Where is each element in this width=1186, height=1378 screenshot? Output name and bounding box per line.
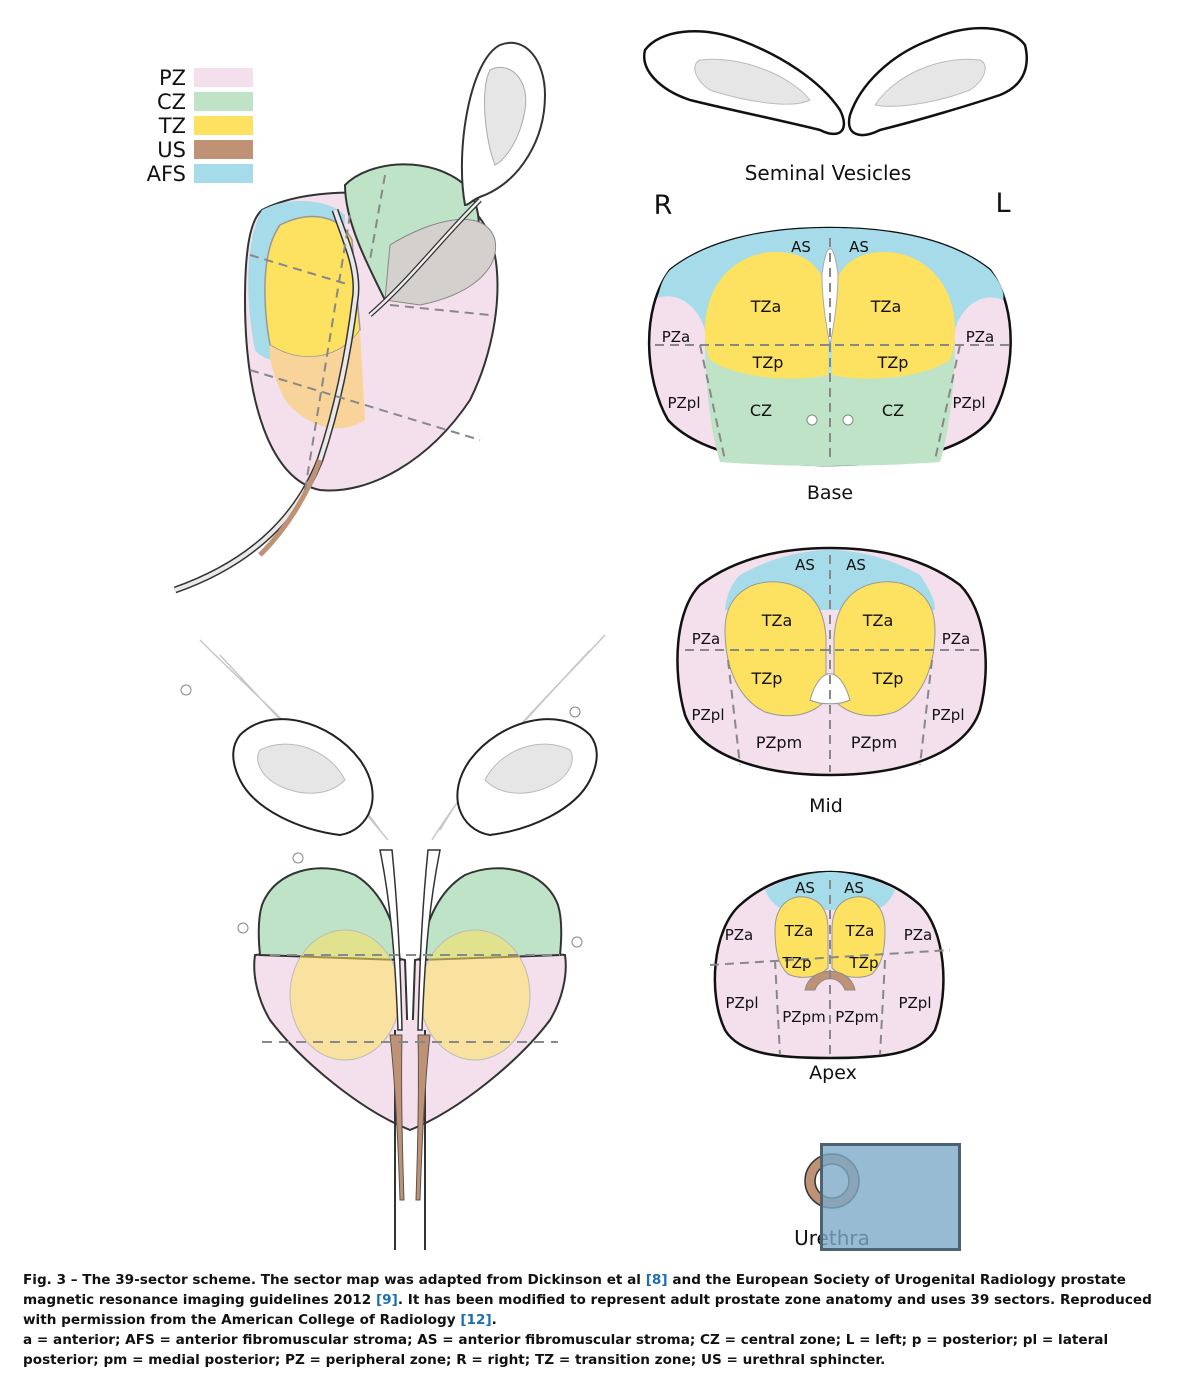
mid-label-tzp-l: TZp bbox=[872, 669, 904, 688]
figure-caption: Fig. 3 – The 39-sector scheme. The secto… bbox=[23, 1270, 1163, 1370]
apex-title: Apex bbox=[809, 1062, 857, 1084]
mid-label-pza-r: PZa bbox=[692, 630, 721, 648]
legend-swatch-us bbox=[194, 140, 253, 159]
legend-swatch-cz bbox=[194, 92, 253, 111]
mid-label-pzpm-r: PZpm bbox=[756, 733, 802, 752]
caption-fig-prefix: Fig. 3 – The 39-sector scheme. The secto… bbox=[23, 1272, 646, 1288]
mid-label-pzpl-l: PZpl bbox=[931, 706, 964, 724]
apex-label-tza-r: TZa bbox=[784, 922, 814, 940]
apex-label-as-l: AS bbox=[844, 879, 864, 897]
base-label-tza-r: TZa bbox=[750, 297, 782, 316]
legend: PZ CZ TZ US AFS bbox=[147, 66, 253, 186]
mid-label-pzpm-l: PZpm bbox=[851, 733, 897, 752]
caption-ref-12[interactable]: [12] bbox=[460, 1312, 491, 1328]
caption-ref-8[interactable]: [8] bbox=[646, 1272, 668, 1288]
legend-label-cz: CZ bbox=[157, 90, 186, 114]
base-title: Base bbox=[807, 482, 853, 504]
mid-label-pza-l: PZa bbox=[942, 630, 971, 648]
mid-label-pzpl-r: PZpl bbox=[691, 706, 724, 724]
base-label-as-l: AS bbox=[849, 238, 869, 256]
caption-main: Fig. 3 – The 39-sector scheme. The secto… bbox=[23, 1270, 1163, 1330]
apex-section: AS AS TZa TZa PZa PZa TZp TZp PZpl PZpl … bbox=[710, 872, 950, 1084]
apex-label-tzp-r: TZp bbox=[782, 954, 812, 972]
selection-overlay-box[interactable] bbox=[820, 1143, 961, 1251]
prostate-sector-figure: PZ CZ TZ US AFS Seminal V bbox=[0, 0, 1186, 1262]
base-label-cz-r: CZ bbox=[750, 401, 772, 420]
base-label-tzp-r: TZp bbox=[752, 353, 784, 372]
caption-ref-9[interactable]: [9] bbox=[376, 1292, 398, 1308]
base-label-cz-l: CZ bbox=[882, 401, 904, 420]
legend-label-us: US bbox=[157, 138, 186, 162]
left-side-label: L bbox=[995, 188, 1010, 219]
base-section: AS AS TZa TZa PZa PZa TZp TZp PZpl CZ CZ… bbox=[649, 228, 1011, 504]
coronal-view bbox=[181, 635, 605, 1250]
base-label-pza-l: PZa bbox=[966, 328, 995, 346]
legend-label-tz: TZ bbox=[158, 114, 186, 138]
mid-label-tza-l: TZa bbox=[862, 611, 894, 630]
mid-label-tzp-r: TZp bbox=[751, 669, 783, 688]
legend-swatch-pz bbox=[194, 68, 253, 87]
base-label-pzpl-l: PZpl bbox=[952, 394, 985, 412]
legend-label-pz: PZ bbox=[159, 66, 186, 90]
mid-label-tza-r: TZa bbox=[761, 611, 793, 630]
caption-abbreviations: a = anterior; AFS = anterior fibromuscul… bbox=[23, 1330, 1163, 1370]
base-label-pzpl-r: PZpl bbox=[667, 394, 700, 412]
apex-label-pzpm-r: PZpm bbox=[782, 1008, 825, 1026]
seminal-vesicles-label: Seminal Vesicles bbox=[745, 161, 912, 185]
apex-label-tza-l: TZa bbox=[845, 922, 875, 940]
legend-swatch-afs bbox=[194, 164, 253, 183]
legend-label-afs: AFS bbox=[147, 162, 186, 186]
apex-label-pza-r: PZa bbox=[725, 926, 754, 944]
mid-section: AS AS TZa TZa PZa PZa TZp TZp PZpl PZpl … bbox=[677, 548, 985, 817]
seminal-vesicles: Seminal Vesicles R L bbox=[644, 28, 1027, 221]
apex-label-pza-l: PZa bbox=[904, 926, 933, 944]
mid-title: Mid bbox=[809, 795, 843, 817]
base-label-as-r: AS bbox=[791, 238, 811, 256]
base-label-tzp-l: TZp bbox=[877, 353, 909, 372]
apex-label-pzpl-l: PZpl bbox=[898, 994, 931, 1012]
mid-label-as-r: AS bbox=[795, 556, 815, 574]
base-label-tza-l: TZa bbox=[870, 297, 902, 316]
right-side-label: R bbox=[654, 190, 673, 221]
apex-label-tzp-l: TZp bbox=[849, 954, 879, 972]
mid-label-as-l: AS bbox=[846, 556, 866, 574]
apex-label-pzpl-r: PZpl bbox=[725, 994, 758, 1012]
apex-label-pzpm-l: PZpm bbox=[835, 1008, 878, 1026]
base-label-pza-r: PZa bbox=[662, 328, 691, 346]
legend-swatch-tz bbox=[194, 116, 253, 135]
apex-label-as-r: AS bbox=[795, 879, 815, 897]
caption-end: . bbox=[492, 1312, 497, 1328]
